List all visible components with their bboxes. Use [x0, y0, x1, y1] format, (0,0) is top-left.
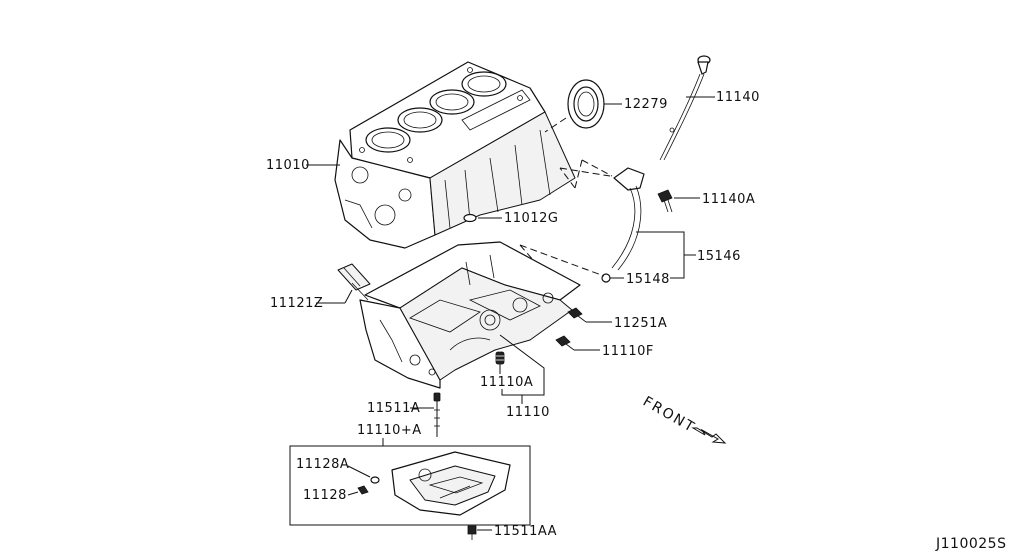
bolt-11140a[interactable]	[657, 189, 673, 213]
drain-washer[interactable]	[370, 476, 380, 484]
oil-pan-lower[interactable]	[391, 451, 511, 516]
label-15148: 15148	[626, 272, 670, 287]
label-11012g: 11012G	[504, 211, 558, 226]
label-11110a: 11110A	[480, 375, 533, 390]
label-11140a: 11140A	[702, 192, 755, 207]
label-11110-a: 11110+A	[357, 423, 422, 438]
label-11010: 11010	[266, 158, 310, 173]
label-11128: 11128	[303, 488, 347, 503]
bolt-11110f[interactable]	[555, 335, 575, 351]
front-arrow: FRONT	[640, 394, 727, 444]
bolt-11511aa[interactable]	[467, 525, 477, 540]
label-11140: 11140	[716, 90, 760, 105]
label-11511aa: 11511AA	[494, 524, 557, 539]
label-11121z: 11121Z	[270, 296, 323, 311]
oil-pan-upper[interactable]	[359, 241, 581, 389]
drain-plug[interactable]	[357, 485, 369, 495]
diagram-code: J110025S	[935, 536, 1006, 552]
label-11110: 11110	[506, 405, 550, 420]
label-11511a: 11511A	[367, 401, 420, 416]
label-11251a: 11251A	[614, 316, 667, 331]
label-11128a: 11128A	[296, 457, 349, 472]
label-15146: 15146	[697, 249, 741, 264]
bolt-11251a[interactable]	[567, 307, 587, 323]
o-ring[interactable]	[463, 213, 477, 223]
front-label: FRONT	[640, 394, 698, 437]
label-11110f: 11110F	[602, 344, 654, 359]
label-12279: 12279	[624, 97, 668, 112]
plug-11110a[interactable]	[495, 351, 505, 365]
baffle-11121z[interactable]	[337, 263, 371, 301]
rear-oil-seal[interactable]	[567, 79, 605, 129]
oil-pan-assy-box	[289, 445, 531, 526]
gauge-guide-tube[interactable]	[601, 167, 645, 283]
cylinder-block[interactable]	[334, 61, 576, 249]
bolt-11511a[interactable]	[433, 392, 441, 437]
oil-level-gauge[interactable]	[659, 55, 711, 161]
